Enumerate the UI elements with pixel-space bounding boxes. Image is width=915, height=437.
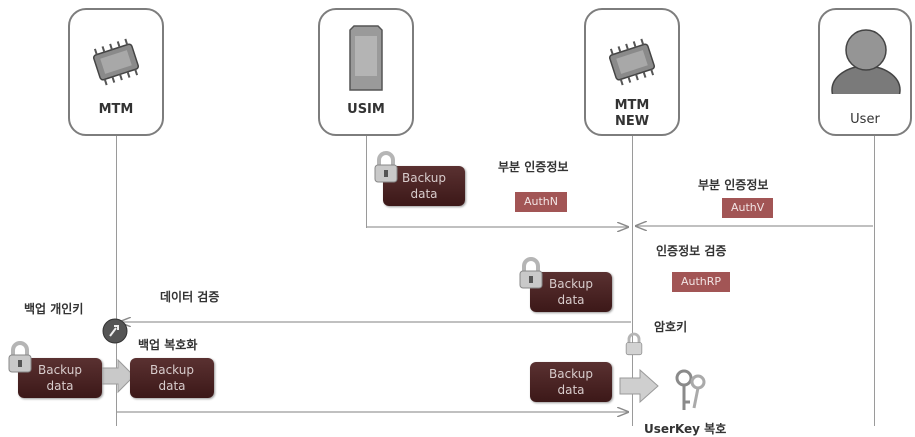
entity-usim-label: USIM xyxy=(347,102,385,117)
label-backup-private-key: 백업 개인키 xyxy=(24,302,84,316)
backup-data-mtm-new-final: Backup data xyxy=(530,362,612,402)
data-label: data xyxy=(158,379,186,393)
restore-arrow xyxy=(619,368,659,404)
backup-data-mtm-encrypted: Backup data xyxy=(18,358,102,398)
lock-icon xyxy=(374,151,398,183)
entity-mtm-new: MTM NEW xyxy=(584,8,680,136)
backup-label: Backup xyxy=(549,367,593,381)
entity-mtm-new-label-1: MTM xyxy=(614,98,650,113)
entity-mtm-new-label-2: NEW xyxy=(614,114,650,129)
tag-authv: AuthV xyxy=(722,198,774,218)
data-label: data xyxy=(46,379,74,393)
backup-data-mtm-new-encrypted: Backup data xyxy=(530,272,612,312)
data-label: data xyxy=(557,293,585,307)
label-encryption-key: 암호키 xyxy=(654,320,688,334)
backup-label: Backup xyxy=(549,277,593,291)
backup-label: Backup xyxy=(38,363,82,377)
entity-usim: USIM xyxy=(318,8,414,136)
decrypt-arrow xyxy=(99,358,135,394)
label-userkey-restore: UserKey 복호 xyxy=(644,422,727,436)
label-data-verify: 데이터 검증 xyxy=(160,290,220,304)
lock-icon xyxy=(8,341,32,373)
entity-mtm: MTM xyxy=(68,8,164,136)
tag-authn: AuthN xyxy=(515,192,568,212)
chip-icon xyxy=(608,38,656,86)
backup-label: Backup xyxy=(402,171,446,185)
label-partial-auth-info-user: 부분 인증정보 xyxy=(698,178,769,192)
label-partial-auth-info-usim: 부분 인증정보 xyxy=(498,160,569,174)
backup-label: Backup xyxy=(150,363,194,377)
lifeline-mtm xyxy=(116,136,117,426)
entity-user-label: User xyxy=(850,112,880,127)
lifeline-user xyxy=(874,136,875,426)
lifeline-usim xyxy=(366,136,367,228)
chip-icon xyxy=(92,38,140,86)
backup-data-mtm-decrypted: Backup data xyxy=(130,358,214,398)
tag-authrp: AuthRP xyxy=(672,272,731,292)
private-key-icon xyxy=(102,318,128,344)
label-auth-info-verify: 인증정보 검증 xyxy=(656,244,727,258)
keys-icon xyxy=(675,369,706,410)
user-icon xyxy=(831,29,901,94)
data-label: data xyxy=(557,383,585,397)
entity-user: User xyxy=(818,8,912,136)
lock-icon xyxy=(625,332,643,356)
sim-card-icon xyxy=(349,25,383,91)
lifeline-mtm-new xyxy=(632,136,633,426)
entity-mtm-label: MTM xyxy=(98,102,134,117)
lock-icon xyxy=(519,257,543,289)
label-backup-decrypt: 백업 복호화 xyxy=(138,338,198,352)
data-label: data xyxy=(410,187,438,201)
